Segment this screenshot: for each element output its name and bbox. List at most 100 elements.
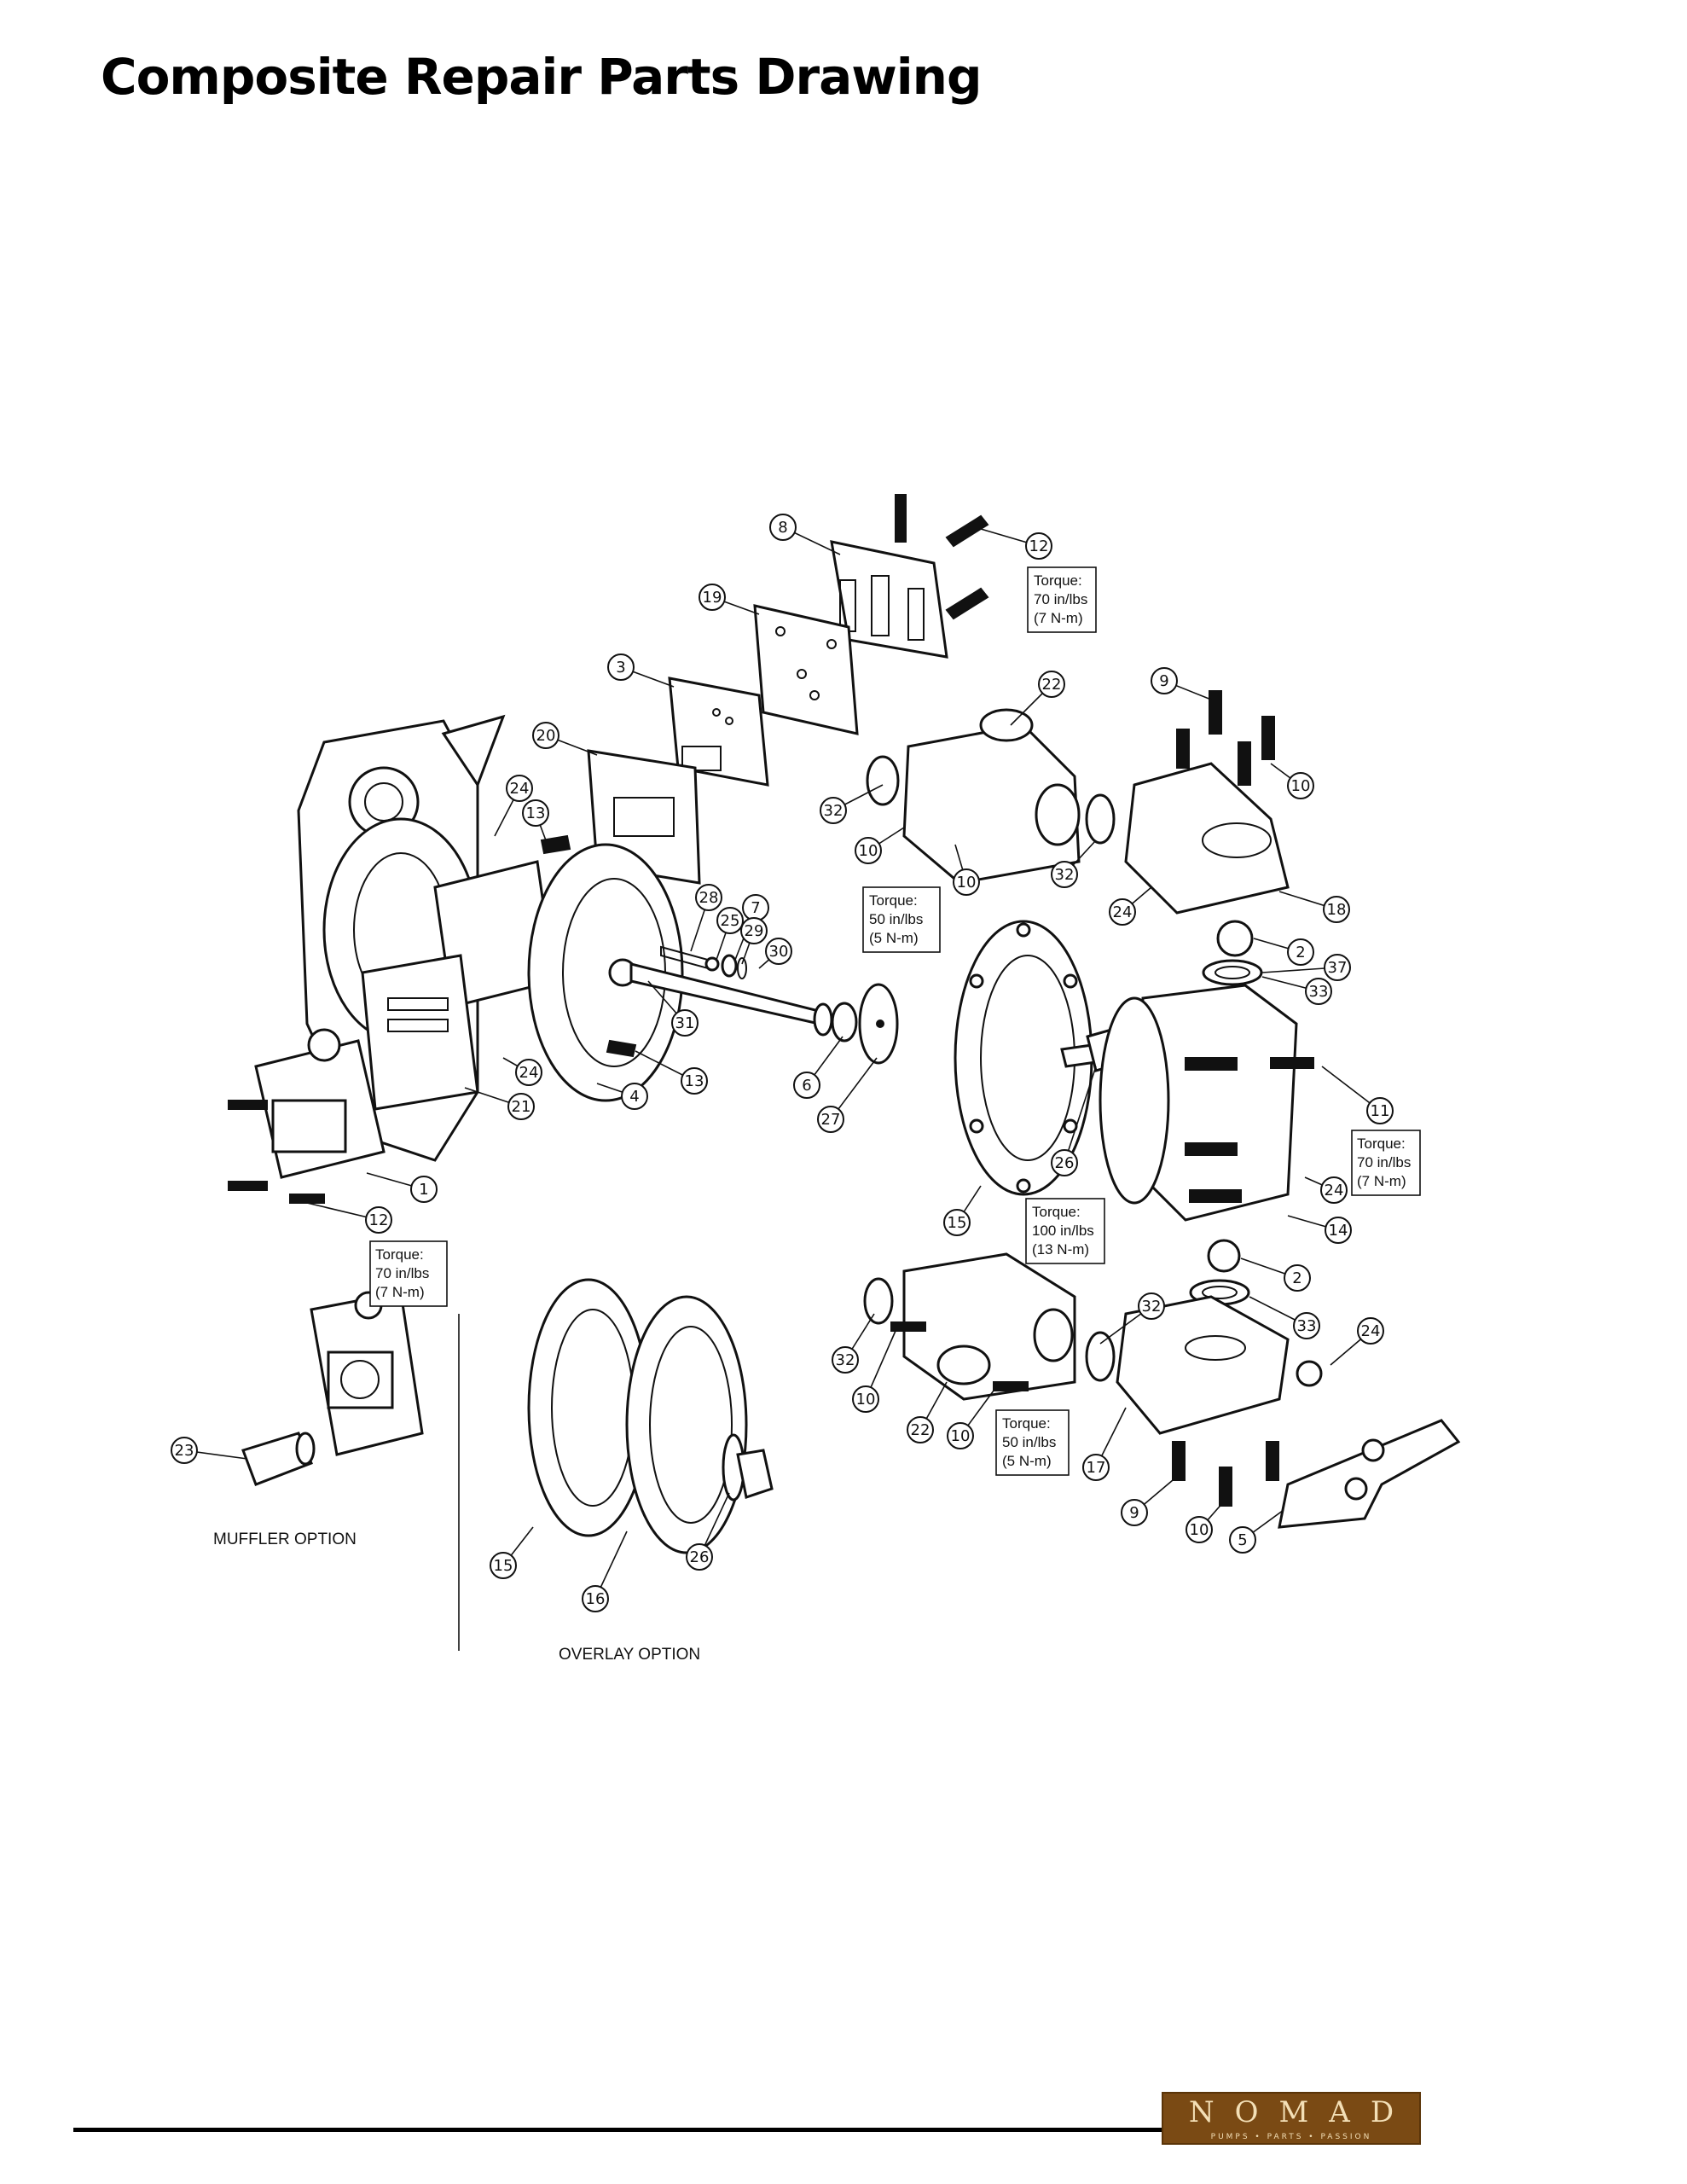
callout-22: 22	[907, 1381, 948, 1443]
valve-plate-3	[668, 677, 769, 787]
callout-circle	[820, 797, 847, 824]
svg-text:Torque:: Torque:	[1032, 1204, 1081, 1220]
footer-rule	[73, 2128, 1165, 2132]
callout-number: 24	[1361, 1322, 1381, 1340]
callout-number: 15	[948, 1214, 967, 1232]
callout-circle	[1287, 938, 1314, 966]
callout-circle	[953, 868, 980, 896]
callout-15: 15	[943, 1185, 982, 1236]
manifold-elbow-18	[1124, 762, 1290, 915]
callout-17: 17	[1082, 1407, 1127, 1481]
callout-12: 12	[306, 1202, 392, 1234]
callout-leader	[1064, 1066, 1097, 1164]
callout-number: 14	[1329, 1222, 1348, 1240]
callout-number: 13	[526, 804, 546, 822]
callout-14: 14	[1287, 1215, 1352, 1244]
callout-number: 11	[1371, 1102, 1390, 1120]
callout-circle	[507, 1093, 535, 1120]
callout-circle	[1186, 1516, 1213, 1543]
callout-circle	[817, 1106, 844, 1133]
callout-15: 15	[490, 1526, 534, 1579]
logo-word: NOMAD	[1188, 2095, 1415, 2129]
callout-24: 24	[1109, 886, 1152, 926]
svg-text:(7 N-m): (7 N-m)	[375, 1284, 425, 1300]
callout-number: 19	[703, 589, 722, 607]
callout-circle	[1025, 532, 1052, 560]
washer-6	[831, 1002, 858, 1043]
callout-9: 9	[1121, 1479, 1174, 1526]
callout-37: 37	[1261, 954, 1351, 981]
callout-number: 10	[951, 1427, 971, 1445]
outer-plate-27	[858, 983, 899, 1065]
callout-number: 5	[1238, 1531, 1247, 1549]
callout-number: 32	[1055, 866, 1075, 884]
callout-circle	[681, 1067, 708, 1095]
callout-circle	[365, 1206, 392, 1234]
callout-10: 10	[855, 827, 905, 864]
svg-text:(5 N-m): (5 N-m)	[869, 930, 919, 946]
callout-circle	[1151, 667, 1178, 694]
callout-12: 12	[980, 528, 1052, 560]
callout-number: 10	[859, 842, 878, 860]
callout-circle	[765, 938, 792, 965]
small-parts-28-25-7-29	[660, 945, 747, 979]
callout-circle	[1287, 772, 1314, 799]
callout-circle	[855, 837, 882, 864]
end-cap-plate-8	[830, 540, 948, 659]
svg-text:Torque:: Torque:	[1357, 1136, 1406, 1152]
callout-circle	[671, 1009, 699, 1037]
callout-circle	[1051, 1149, 1078, 1176]
callout-circle	[410, 1176, 438, 1203]
callout-number: 30	[769, 943, 789, 961]
callout-circle	[832, 1346, 859, 1374]
callout-32: 32	[1051, 839, 1097, 888]
callout-number: 18	[1327, 901, 1347, 919]
callout-circle	[686, 1543, 713, 1571]
callout-number: 10	[1291, 777, 1311, 795]
callout-3: 3	[607, 653, 675, 688]
callout-8: 8	[769, 514, 841, 555]
muffler-23	[241, 1432, 316, 1486]
callout-circle	[171, 1437, 198, 1464]
callout-number: 27	[821, 1111, 841, 1129]
callout-circle	[515, 1059, 542, 1086]
callout-number: 7	[751, 899, 760, 917]
callout-19: 19	[699, 584, 760, 615]
callout-circle	[1229, 1526, 1256, 1554]
callout-number: 33	[1309, 983, 1329, 1001]
callout-10: 10	[1270, 763, 1314, 799]
svg-text:Torque:: Torque:	[375, 1246, 424, 1263]
callout-33: 33	[1249, 1296, 1320, 1339]
callout-10: 10	[852, 1330, 896, 1413]
callout-number: 33	[1297, 1317, 1317, 1335]
callout-number: 2	[1292, 1269, 1301, 1287]
callout-number: 24	[519, 1064, 539, 1082]
callout-circle	[522, 799, 549, 827]
callout-number: 21	[512, 1098, 531, 1116]
page-title: Composite Repair Parts Drawing	[101, 48, 982, 106]
callout-number: 29	[745, 922, 764, 940]
manifold-elbow-17	[1116, 1295, 1323, 1507]
svg-text:Torque:: Torque:	[1002, 1415, 1051, 1432]
callout-circle	[1325, 1217, 1352, 1244]
check-ball-2-upper	[1216, 920, 1254, 957]
callout-circle	[1320, 1176, 1348, 1204]
callout-circle	[1284, 1264, 1311, 1292]
nomad-logo: NOMAD PUMPS • PARTS • PASSION	[1162, 2092, 1421, 2145]
svg-text:(7 N-m): (7 N-m)	[1034, 610, 1083, 626]
callout-number: 22	[911, 1421, 930, 1439]
callout-circle	[1109, 898, 1136, 926]
svg-text:100 in/lbs: 100 in/lbs	[1032, 1223, 1094, 1239]
torque-note-1: Torque: 70 in/lbs (7 N-m)	[1027, 566, 1097, 633]
callout-circle	[1324, 954, 1351, 981]
air-cap-1	[228, 1028, 386, 1204]
callout-27: 27	[817, 1057, 878, 1133]
callout-circle	[1138, 1292, 1165, 1320]
callout-circle	[793, 1072, 820, 1099]
callout-9: 9	[1151, 667, 1212, 700]
callout-number: 9	[1129, 1504, 1139, 1522]
callout-6: 6	[793, 1036, 844, 1099]
callout-number: 20	[536, 727, 556, 745]
bolts-13	[540, 834, 637, 1058]
